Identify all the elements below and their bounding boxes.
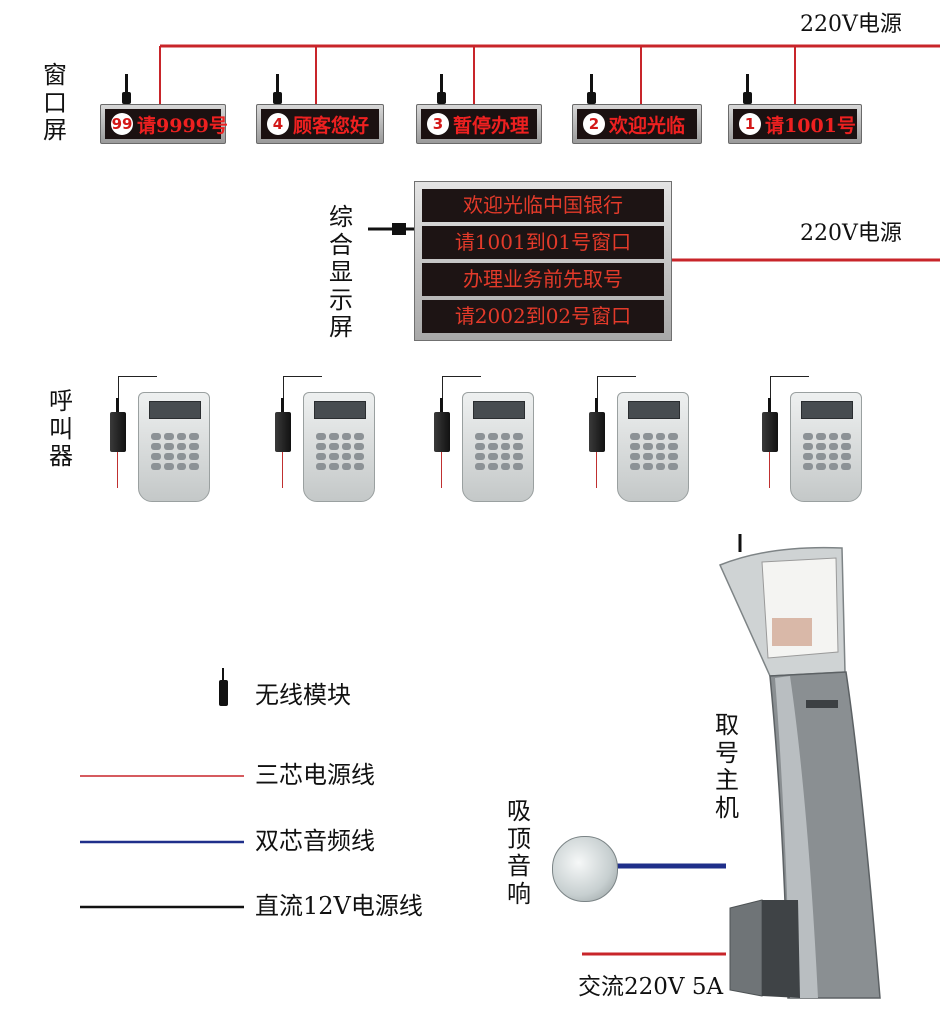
- ceiling-speaker: [552, 836, 618, 902]
- window-number-5: 1: [739, 113, 761, 135]
- caller-4-screen: [628, 401, 680, 419]
- caller-2-power-wire: [282, 452, 283, 488]
- ac-power-label: 交流220V 5A: [578, 974, 724, 1000]
- main-display-line-4: 请2002到02号窗口: [422, 300, 664, 333]
- caller-4-link: [597, 376, 636, 399]
- legend-wireless-label: 无线模块: [255, 681, 351, 709]
- window-text-5: 请1001号: [765, 114, 856, 137]
- window-screen-label: 窗口屏: [43, 61, 67, 145]
- legend-three-core-label: 三芯电源线: [255, 761, 375, 789]
- legend-dual-core-label: 双芯音频线: [255, 827, 375, 855]
- caller-2: [275, 376, 385, 502]
- caller-label: 呼叫器: [49, 387, 73, 471]
- legend-dc-label: 直流12V电源线: [255, 892, 423, 920]
- caller-2-keys: [316, 433, 364, 470]
- caller-1-screen: [149, 401, 201, 419]
- caller-3-keys: [475, 433, 523, 470]
- window-text-2: 顾客您好: [293, 114, 370, 137]
- main-display: 欢迎光临中国银行 请1001到01号窗口 办理业务前先取号 请2002到02号窗…: [414, 181, 672, 341]
- caller-5-antenna: [768, 398, 771, 414]
- window-number-2: 4: [267, 113, 289, 135]
- caller-3-antenna: [440, 398, 443, 414]
- legend-wireless-icon: [219, 680, 228, 706]
- caller-1-keypad: [138, 392, 210, 502]
- caller-2-antenna: [281, 398, 284, 414]
- antenna-4: [587, 74, 596, 104]
- speaker-label: 吸顶音响: [507, 797, 531, 908]
- main-display-label: 综合显示屏: [329, 203, 353, 342]
- caller-1-wireless-module: [110, 412, 126, 452]
- caller-1-antenna: [116, 398, 119, 414]
- caller-5: [762, 376, 872, 502]
- main-display-line-1: 欢迎光临中国银行: [422, 189, 664, 222]
- caller-4-keypad: [617, 392, 689, 502]
- caller-2-link: [283, 376, 322, 399]
- antenna-3: [437, 74, 446, 104]
- display-antenna-plug: [392, 223, 406, 235]
- main-display-line-2: 请1001到01号窗口: [422, 226, 664, 259]
- caller-3-power-wire: [441, 452, 442, 488]
- caller-3-screen: [473, 401, 525, 419]
- caller-5-wireless-module: [762, 412, 778, 452]
- caller-5-power-wire: [769, 452, 770, 488]
- caller-4: [589, 376, 699, 502]
- caller-3-keypad: [462, 392, 534, 502]
- main-display-line-3: 办理业务前先取号: [422, 263, 664, 296]
- caller-1-link: [118, 376, 157, 399]
- window-text-4: 欢迎光临: [609, 114, 686, 137]
- caller-1-keys: [151, 433, 199, 470]
- kiosk-body: [718, 534, 881, 999]
- window-number-1: 99: [111, 113, 133, 135]
- caller-5-keys: [803, 433, 851, 470]
- caller-1-power-wire: [117, 452, 118, 488]
- caller-5-link: [770, 376, 809, 399]
- caller-2-keypad: [303, 392, 375, 502]
- caller-3-link: [442, 376, 481, 399]
- caller-1: [110, 376, 220, 502]
- caller-2-wireless-module: [275, 412, 291, 452]
- kiosk-label: 取号主机: [715, 711, 739, 822]
- caller-3-wireless-module: [434, 412, 450, 452]
- top-power-label: 220V电源: [800, 12, 902, 37]
- caller-2-screen: [314, 401, 366, 419]
- window-text-1: 请9999号: [137, 114, 228, 137]
- window-number-4: 2: [583, 113, 605, 135]
- caller-3: [434, 376, 544, 502]
- window-number-3: 3: [427, 113, 449, 135]
- antenna-2: [273, 74, 282, 104]
- antenna-1: [122, 74, 131, 104]
- display-power-label: 220V电源: [800, 221, 902, 246]
- caller-4-antenna: [595, 398, 598, 414]
- caller-4-wireless-module: [589, 412, 605, 452]
- window-text-3: 暂停办理: [453, 114, 530, 137]
- caller-4-keys: [630, 433, 678, 470]
- caller-4-power-wire: [596, 452, 597, 488]
- antenna-5: [743, 74, 752, 104]
- caller-5-screen: [801, 401, 853, 419]
- caller-5-keypad: [790, 392, 862, 502]
